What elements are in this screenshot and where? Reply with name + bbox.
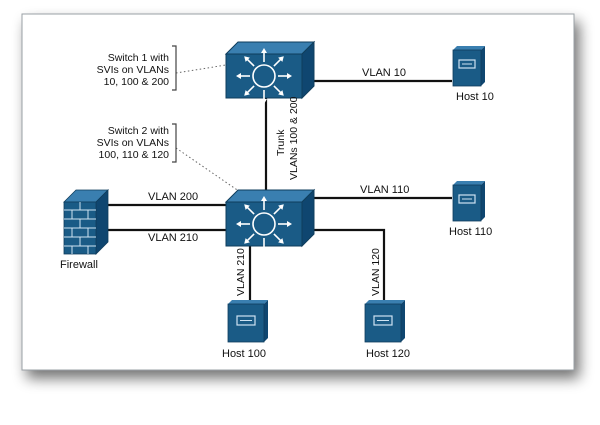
vlan120-link xyxy=(314,228,386,302)
firewall-label: Firewall xyxy=(60,259,98,271)
switch1-callout-bracket xyxy=(172,45,177,91)
host110-label: Host 110 xyxy=(449,226,492,238)
switch1-callout-line2: SVIs on VLANs xyxy=(97,64,169,76)
vlan210-v-label: VLAN 210 xyxy=(235,248,247,296)
switch1-callout-line3: 10, 100 & 200 xyxy=(104,76,170,88)
callout-pointers xyxy=(175,64,247,197)
links xyxy=(108,79,452,302)
host10-label: Host 10 xyxy=(456,91,494,103)
switch2-callout-bracket xyxy=(172,123,177,163)
vlan120-v-label: VLAN 120 xyxy=(370,248,382,296)
switch1-icon xyxy=(224,40,316,105)
firewall-icon xyxy=(63,189,109,255)
switch1-callout-line1: Switch 1 with xyxy=(108,52,169,64)
host100-icon xyxy=(227,300,268,343)
vlan210-h-label: VLAN 210 xyxy=(148,232,198,244)
switch2-callout-line3: 100, 110 & 120 xyxy=(99,149,170,161)
host110-icon xyxy=(452,181,485,222)
host120-label: Host 120 xyxy=(366,348,410,360)
switch2-callout-line1: Switch 2 with xyxy=(108,125,169,137)
vlan10-label: VLAN 10 xyxy=(362,67,406,79)
switch2-callout-line2: SVIs on VLANs xyxy=(97,137,169,149)
host120-icon xyxy=(364,300,405,343)
host10-icon xyxy=(452,46,485,87)
trunk-label: Trunk xyxy=(275,129,287,156)
vlan200-label: VLAN 200 xyxy=(148,191,198,203)
trunk-vlans-label: VLANs 100 & 200 xyxy=(288,96,300,180)
host100-label: Host 100 xyxy=(222,348,266,360)
switch2-icon xyxy=(224,188,316,253)
vlan110-label: VLAN 110 xyxy=(360,184,409,196)
